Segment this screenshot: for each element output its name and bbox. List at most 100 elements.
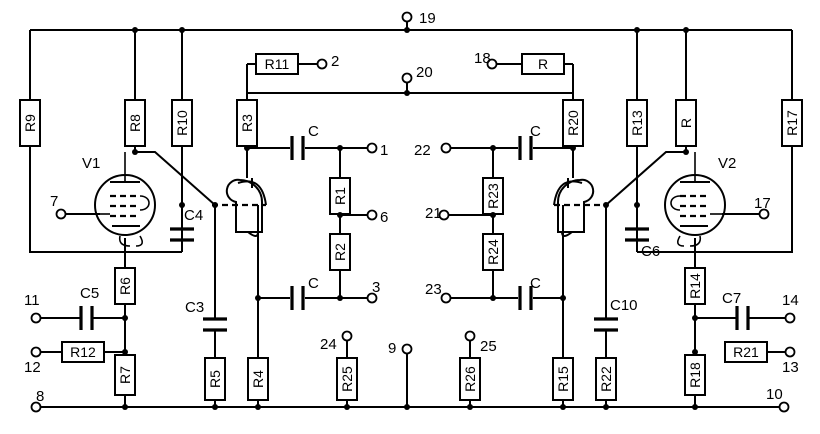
label-r17: R17 [784,110,800,136]
terminal-label-13: 13 [782,359,799,376]
resistor-r10 [171,99,193,147]
terminal-24 [341,330,353,342]
terminal-label-11: 11 [24,292,40,309]
label-c-c: C [530,123,541,140]
capacitor-c-d [518,286,533,310]
label-c4: C4 [184,207,203,224]
terminals [30,11,796,413]
terminal-10 [778,401,790,413]
resistor-r21 [724,341,768,363]
label-r4: R4 [250,370,266,388]
label-v2: V2 [718,155,736,172]
tube-v1b [212,178,267,237]
label-r10: R10 [174,110,190,136]
terminal-label-9: 9 [388,340,396,357]
terminal-14 [784,312,796,324]
terminal-labels: 19 20 2 18 1 6 3 22 21 23 7 17 11 12 14 … [24,10,799,405]
resistor-r-top [521,53,565,75]
capacitor-c-a [290,136,305,160]
resistor-r13 [626,99,648,147]
label-r24: R24 [485,239,501,265]
resistor-r5 [204,357,226,401]
label-r15: R15 [555,366,571,392]
label-r-plate: R [678,118,694,128]
resistor-r12 [61,341,105,363]
resistor-r17 [781,99,803,147]
capacitor-c5 [79,306,94,330]
label-c-d: C [530,275,541,292]
capacitor-c4 [170,227,194,242]
terminal-8 [30,401,42,413]
terminal-label-18: 18 [474,50,491,67]
label-r12: R12 [70,344,96,360]
terminal-7 [55,208,67,220]
resistor-labels: R9 R8 R10 R3 R1 R2 R20 R23 R24 R13 R R17… [22,56,800,392]
capacitor-c-b [290,286,305,310]
resistor-r4 [247,357,269,401]
tube-v2 [664,152,726,247]
terminal-9 [401,343,413,355]
terminal-label-20: 20 [416,64,433,81]
terminal-19 [401,11,413,23]
terminal-12 [30,346,42,358]
resistor-r6 [114,267,136,305]
terminal-23 [440,292,452,304]
resistors [19,53,803,401]
terminal-17 [758,208,770,220]
label-c3: C3 [185,299,204,316]
terminal-label-23: 23 [425,281,442,298]
capacitors [79,136,750,332]
terminal-label-14: 14 [782,292,799,309]
label-r1: R1 [332,187,348,205]
terminal-label-21: 21 [425,205,442,222]
label-r8: R8 [127,114,143,132]
terminal-22 [440,142,452,154]
terminal-label-1: 1 [380,142,388,159]
resistor-r8 [124,99,146,147]
terminal-label-12: 12 [24,359,41,376]
terminal-label-2: 2 [331,53,339,70]
label-v1: V1 [82,155,100,172]
capacitor-labels: C C C C C4 C6 C3 C10 C5 C7 [80,123,741,316]
terminal-25 [464,330,476,342]
resistor-r9 [19,99,41,147]
label-r2: R2 [332,243,348,261]
terminal-label-6: 6 [380,209,388,226]
resistor-r-plate [675,99,697,147]
tube-v1 [94,152,156,247]
terminal-6 [366,209,378,221]
label-r3: R3 [239,114,255,132]
terminal-label-22: 22 [414,142,431,159]
resistor-r25 [336,357,358,401]
capacitor-c10 [594,317,618,332]
label-c7: C7 [722,290,741,307]
terminal-2 [316,58,328,70]
terminal-label-17: 17 [754,195,771,212]
label-r14: R14 [687,273,703,299]
label-r18: R18 [687,362,703,388]
label-r6: R6 [117,277,133,295]
terminal-18 [486,58,498,70]
capacitor-c7 [735,306,750,330]
label-c6: C6 [641,243,660,260]
terminal-21 [438,209,450,221]
terminal-3 [366,292,378,304]
label-r-top: R [538,56,548,72]
terminal-label-19: 19 [419,10,436,27]
resistor-r14 [684,267,706,305]
label-c5: C5 [80,285,99,302]
label-r20: R20 [565,110,581,136]
label-c-a: C [308,123,319,140]
capacitor-c3 [203,317,227,332]
resistor-r26 [459,357,481,401]
label-r21: R21 [733,344,759,360]
terminal-label-8: 8 [36,388,44,405]
resistor-r11 [255,53,299,75]
label-r11: R11 [265,56,290,72]
resistor-r22 [595,357,617,401]
junctions [122,27,698,410]
label-c10: C10 [610,297,638,314]
label-r9: R9 [22,114,38,132]
